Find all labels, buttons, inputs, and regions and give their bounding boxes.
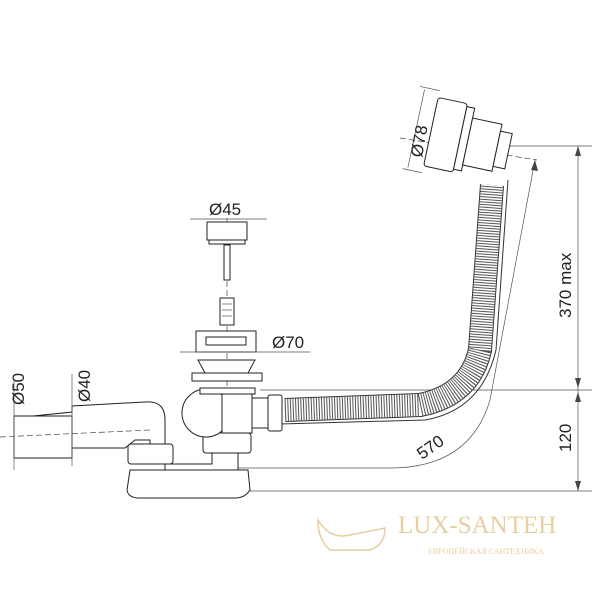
overflow-head: [402, 86, 513, 174]
dim-outlet-inner-diameter: Ø40: [75, 370, 94, 402]
dim-height-max: 370 max: [556, 252, 575, 318]
reference-lines: [226, 137, 592, 492]
trap-body: [126, 387, 256, 499]
dim-length: 570: [413, 431, 447, 463]
dim-height-base: 120: [556, 424, 575, 452]
strainer-assembly: [180, 218, 310, 382]
flexible-hose: [251, 179, 509, 432]
bathtub-logo-icon: [317, 517, 386, 551]
lux-santeh-logo: LUX-SANTEH ЕВРОПЕЙСКАЯ САНТЕХНИКА: [317, 512, 556, 556]
outlet-pipe: [0, 374, 166, 470]
watermark-tagline: ЕВРОПЕЙСКАЯ САНТЕХНИКА: [428, 547, 544, 556]
dim-stopper-diameter: Ø45: [209, 200, 241, 219]
watermark-brand: LUX-SANTEH: [398, 512, 556, 539]
dim-outlet-outer-diameter: Ø50: [9, 373, 28, 405]
dim-strainer-diameter: Ø70: [272, 333, 304, 352]
